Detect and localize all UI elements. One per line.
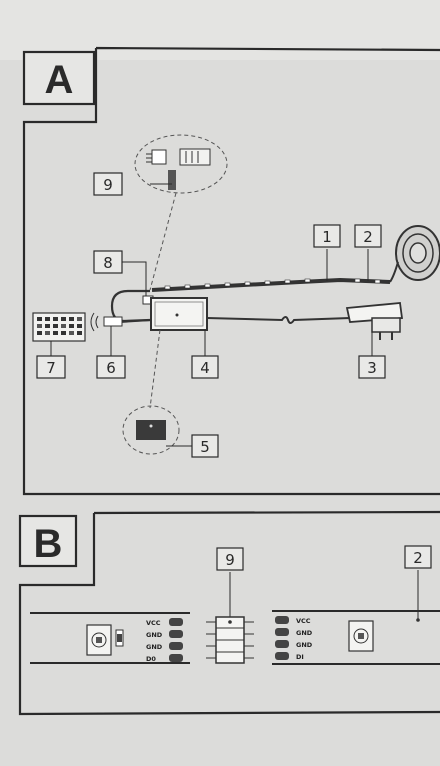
left-pin-label-2: GND <box>146 631 163 639</box>
controller-detail-icon <box>136 420 166 440</box>
callout-6-label: 6 <box>106 359 116 377</box>
controller-detail-led-dot <box>149 424 153 428</box>
left-pad-1 <box>169 618 183 626</box>
ir-receiver <box>103 316 123 327</box>
left-pin-label-1: VCC <box>146 619 161 627</box>
callout-3-label: 3 <box>367 359 377 377</box>
callout-b9-box <box>216 547 244 571</box>
callout-7-label: 7 <box>46 359 56 377</box>
signal-wave-inner-icon <box>95 315 99 329</box>
receiver-cable <box>119 319 152 323</box>
connector-detail-pointer <box>149 192 177 291</box>
left-pad-4 <box>169 654 183 662</box>
signal-wave-outer-icon <box>90 312 95 332</box>
right-pad-3 <box>275 640 289 648</box>
controller-detail-circle <box>122 405 180 455</box>
callout-6-box <box>96 355 126 379</box>
connector-clip <box>206 616 254 664</box>
led-strip-reel <box>389 225 440 283</box>
callout-5-box <box>191 434 219 458</box>
panel-b: B VCC GND GND D0 9 <box>18 510 440 716</box>
callout-b2-label: 2 <box>413 549 423 567</box>
left-pin-label-3: GND <box>146 643 163 651</box>
connector-detail-circle <box>134 134 228 194</box>
panel-a: A 9 <box>22 46 440 496</box>
panel-a-letter-box <box>22 50 96 106</box>
panel-a-frame <box>22 46 440 496</box>
callout-9-box <box>93 172 123 196</box>
right-pin-label-1: VCC <box>296 617 311 625</box>
panel-b-frame <box>18 510 440 716</box>
connector-detail-icon <box>146 148 211 190</box>
controller-detail-pointer <box>149 329 161 409</box>
remote-control <box>32 312 86 342</box>
callout-1-box <box>313 224 341 248</box>
panel-b-letter: B <box>34 522 63 566</box>
power-adapter <box>345 302 404 340</box>
left-pad-2 <box>169 630 183 638</box>
callout-8-leader <box>122 261 147 296</box>
left-pad-3 <box>169 642 183 650</box>
left-pin-label-4: D0 <box>146 655 156 663</box>
callout-b2-box <box>404 545 432 569</box>
right-pad-group: VCC GND GND DI <box>275 616 313 661</box>
led-chip-right <box>348 620 374 652</box>
callout-b2-dot <box>416 618 420 622</box>
callout-2-label: 2 <box>363 228 373 246</box>
panel-a-letter: A <box>45 58 74 102</box>
right-pad-2 <box>275 628 289 636</box>
callout-1-label: 1 <box>322 228 332 246</box>
right-pad-1 <box>275 616 289 624</box>
panel-b-letter-box <box>18 514 78 568</box>
right-pad-4 <box>275 652 289 660</box>
led-strip-beads <box>164 278 381 290</box>
controller-led-dot <box>175 313 179 317</box>
controller-box <box>150 297 208 331</box>
callout-9-label: 9 <box>103 176 113 194</box>
right-pin-label-4: DI <box>296 653 304 661</box>
callout-8-box <box>93 250 123 274</box>
controller-box-inner <box>154 301 204 327</box>
power-cable <box>206 316 351 324</box>
led-chip-left <box>86 624 124 656</box>
callout-b9-label: 9 <box>225 551 235 569</box>
callout-2-box <box>354 224 382 248</box>
right-pin-label-2: GND <box>296 629 313 637</box>
callout-4-label: 4 <box>200 359 210 377</box>
callout-8-label: 8 <box>103 254 113 272</box>
callout-5-label: 5 <box>200 438 210 456</box>
callout-7-box <box>36 355 66 379</box>
left-pad-group: VCC GND GND D0 <box>146 618 183 663</box>
callout-4-box <box>191 355 219 379</box>
right-pin-label-3: GND <box>296 641 313 649</box>
callout-3-box <box>358 355 386 379</box>
